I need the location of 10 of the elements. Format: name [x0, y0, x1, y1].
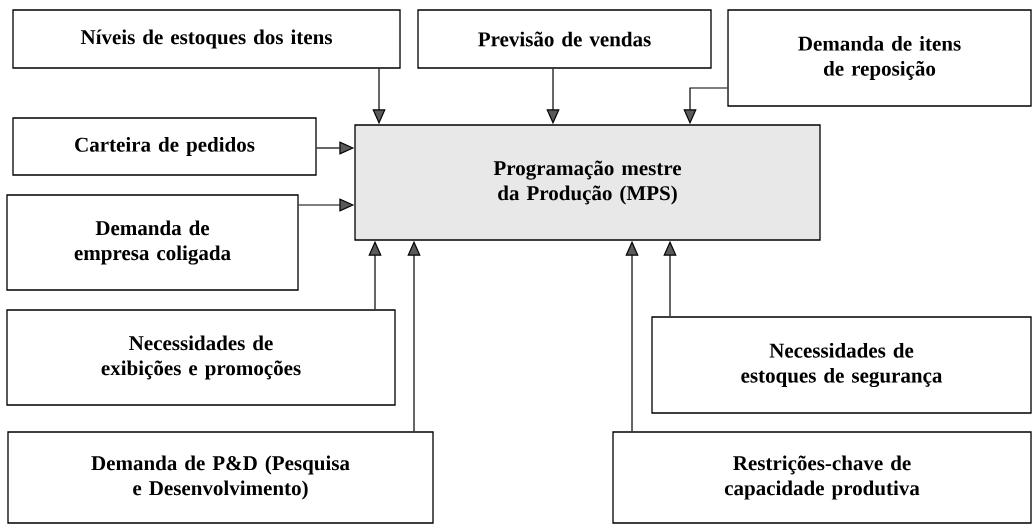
input-box: Demanda de itens de reposição	[727, 9, 1032, 107]
input-box: Demanda de empresa coligada	[6, 194, 299, 291]
input-box: Carteira de pedidos	[12, 117, 317, 176]
input-box: Necessidades de exibições e promoções	[6, 309, 396, 406]
input-box: Restrições-chave de capacidade produtiva	[612, 431, 1032, 524]
input-box: Demanda de P&D (Pesquisa e Desenvolvimento)	[7, 431, 434, 524]
input-box: Previsão de vendas	[417, 9, 712, 69]
input-box: Níveis de estoques dos itens	[12, 9, 401, 69]
input-box: Necessidades de estoques de segurança	[651, 316, 1032, 414]
schedule-box: Programação mestre da Produção (MPS)	[354, 124, 821, 241]
